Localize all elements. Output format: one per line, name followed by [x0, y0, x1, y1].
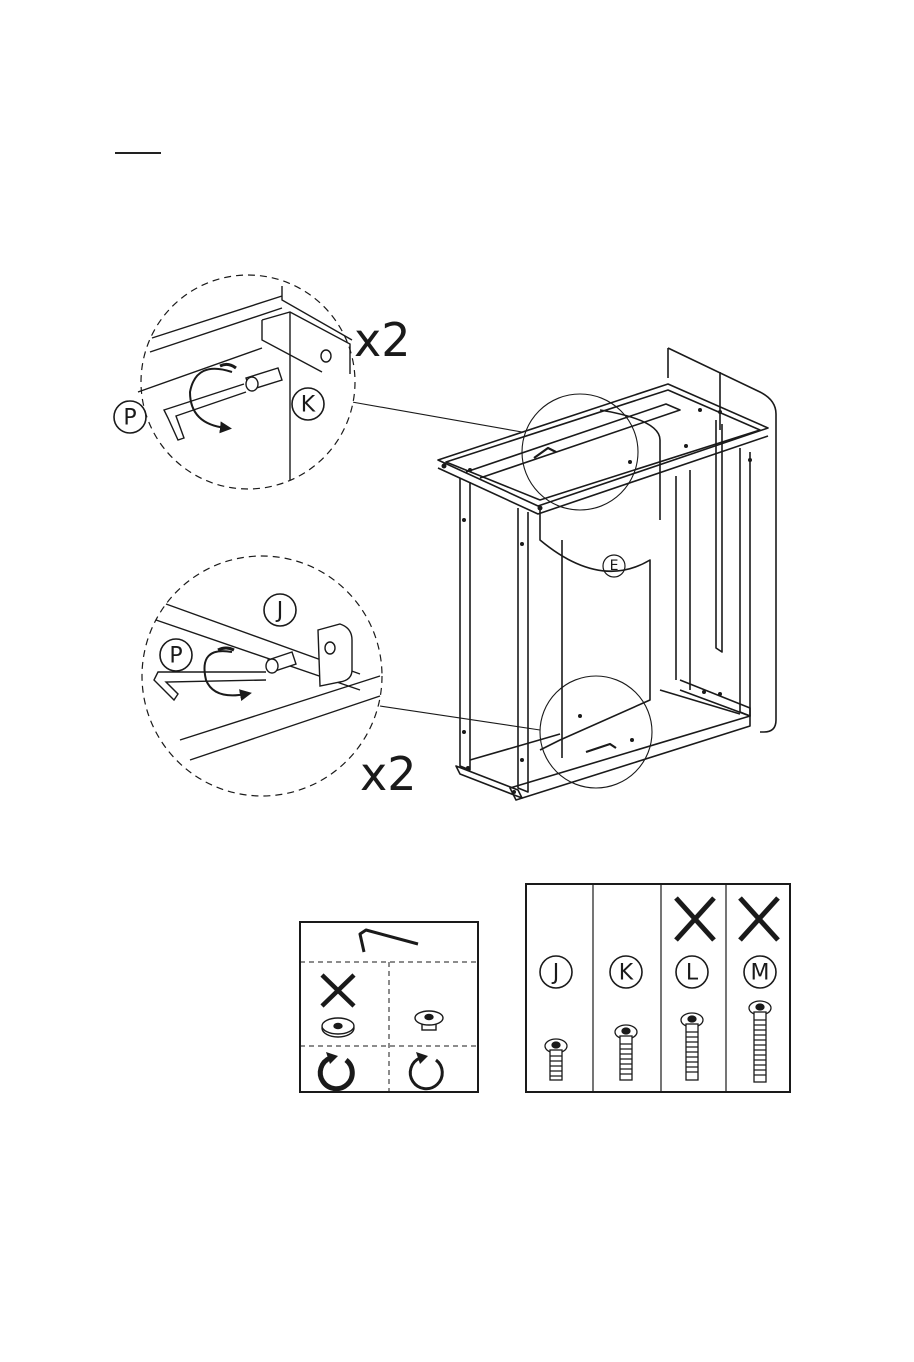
washer-icon	[322, 1018, 354, 1037]
tool-label-p-bottom: P	[169, 644, 182, 669]
part-label-j: J	[275, 599, 284, 624]
bottom-detail-callout: P J	[142, 556, 382, 796]
quantity-x2-top: x2	[354, 313, 411, 367]
quantity-x2-bottom: x2	[360, 747, 417, 801]
part-label-k: K	[301, 393, 316, 418]
hardware-label-j: J	[551, 961, 560, 986]
main-frame-drawing	[352, 348, 776, 800]
panel-label-e: E	[610, 558, 619, 574]
top-detail-callout: P K	[114, 275, 355, 489]
hardware-label-m: M	[751, 961, 770, 986]
hardware-panel: J K L M	[526, 884, 790, 1092]
hardware-label-k: K	[619, 961, 634, 986]
tool-usage-panel	[300, 922, 478, 1092]
tool-label-p-top: P	[123, 406, 136, 431]
hardware-label-l: L	[686, 961, 699, 986]
